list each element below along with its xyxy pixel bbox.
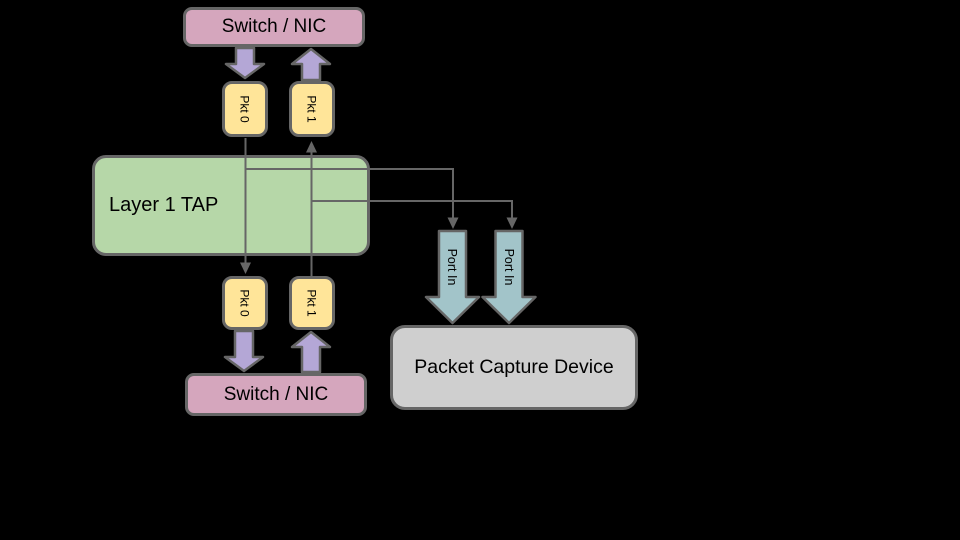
switch-nic-top-label: Switch / NIC	[221, 16, 327, 37]
packet-capture-device-box: Packet Capture Device	[390, 325, 638, 410]
flow-arrow-down-bottom-icon	[223, 329, 265, 373]
port-in-right-label: Port In	[502, 248, 516, 286]
flow-arrow-down-top-icon	[224, 46, 266, 80]
pkt0-bottom-box: Pkt 0	[222, 276, 268, 330]
layer1-tap-label: Layer 1 TAP	[109, 194, 219, 216]
pkt1-bottom-box: Pkt 1	[289, 276, 335, 330]
switch-nic-bottom-label: Switch / NIC	[223, 383, 329, 405]
connector-pkt1-arrowhead-icon	[306, 141, 317, 153]
connector-pkt0-arrowhead-icon	[240, 262, 251, 274]
pkt1-top-box: Pkt 1	[289, 81, 335, 137]
pkt1-bottom-label: Pkt 1	[304, 289, 319, 317]
pkt0-bottom-label: Pkt 0	[237, 289, 252, 317]
switch-nic-top-box: Switch / NIC	[183, 7, 365, 47]
switch-nic-bottom-box: Switch / NIC	[185, 373, 367, 416]
flow-arrow-up-top-icon	[290, 47, 332, 82]
pkt1-top-label: Pkt 1	[304, 95, 319, 123]
pkt0-top-label: Pkt 0	[237, 95, 252, 123]
flow-arrow-up-bottom-icon	[290, 330, 332, 374]
port-in-left-label: Port In	[445, 248, 459, 286]
pkt0-top-box: Pkt 0	[222, 81, 268, 137]
layer1-tap-box: Layer 1 TAP	[92, 155, 370, 256]
packet-capture-device-label: Packet Capture Device	[414, 356, 614, 378]
